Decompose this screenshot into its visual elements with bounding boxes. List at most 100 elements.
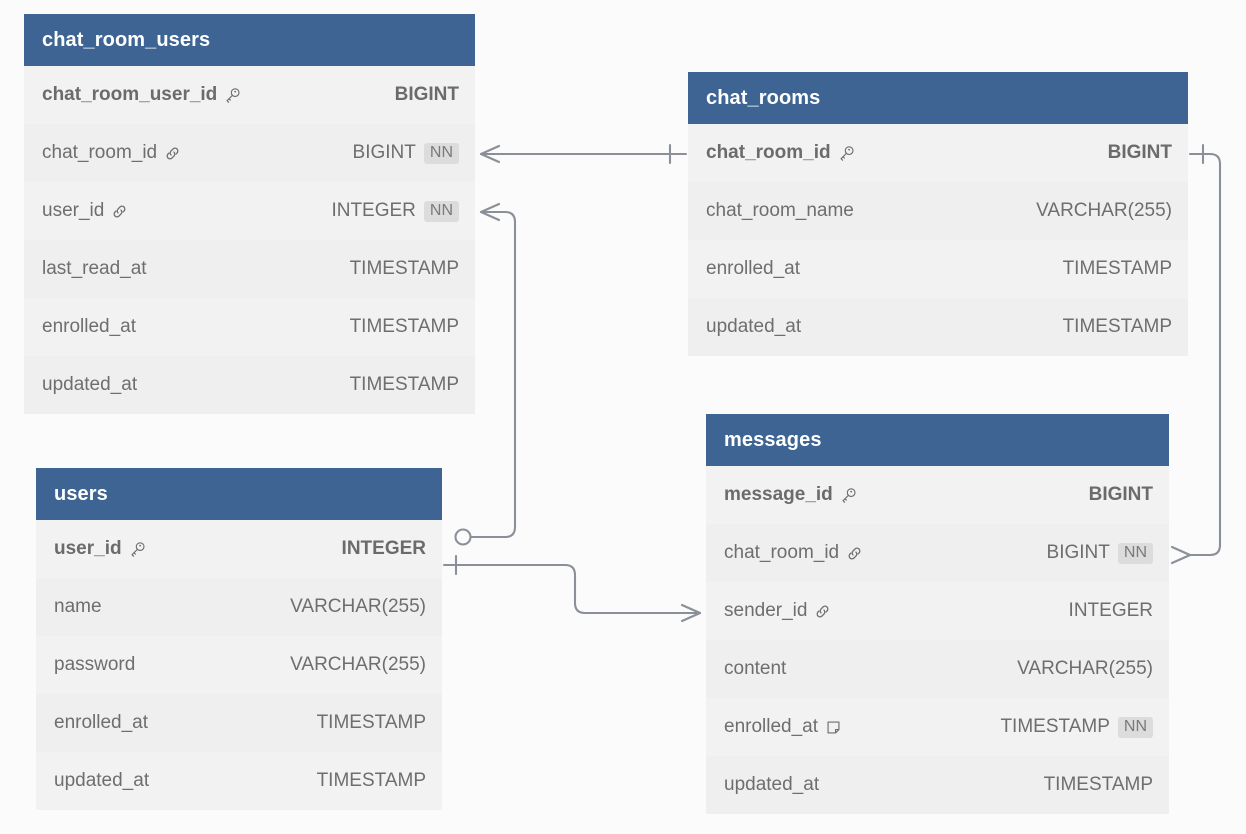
column-name: name: [54, 596, 102, 617]
column-type: TIMESTAMP: [349, 316, 459, 337]
column-type-wrap: TIMESTAMP: [350, 374, 459, 396]
column-row-chat_room_users-chat_room_user_id[interactable]: chat_room_user_id BIGINT: [24, 66, 475, 124]
column-name-wrap: last_read_at: [42, 258, 147, 280]
column-type-wrap: TIMESTAMP: [350, 258, 459, 280]
column-row-messages-chat_room_id[interactable]: chat_room_id BIGINT NN: [706, 524, 1169, 582]
column-type-wrap: BIGINT: [1089, 484, 1153, 506]
column-name-wrap: enrolled_at: [42, 316, 136, 338]
column-row-chat_rooms-updated_at[interactable]: updated_at TIMESTAMP: [688, 298, 1188, 356]
column-type-wrap: VARCHAR(255): [290, 596, 426, 618]
column-name-wrap: user_id: [42, 200, 128, 222]
note-icon: [825, 719, 842, 736]
column-type: VARCHAR(255): [1036, 200, 1172, 221]
column-name: updated_at: [54, 770, 150, 791]
table-header-chat_room_users: chat_room_users: [24, 14, 475, 66]
column-type: TIMESTAMP: [349, 374, 459, 395]
column-row-messages-content[interactable]: content VARCHAR(255): [706, 640, 1169, 698]
column-name-wrap: enrolled_at: [706, 258, 800, 280]
column-name-wrap: enrolled_at: [724, 716, 842, 738]
column-row-chat_rooms-chat_room_id[interactable]: chat_room_id BIGINT: [688, 124, 1188, 182]
column-name: chat_room_name: [706, 200, 854, 221]
column-type: BIGINT: [1046, 542, 1110, 563]
column-name-wrap: content: [724, 658, 786, 680]
column-type-wrap: VARCHAR(255): [1036, 200, 1172, 222]
erd-table-chat_rooms[interactable]: chat_rooms chat_room_id BIGINT chat_room_n…: [688, 72, 1188, 356]
column-name: enrolled_at: [706, 258, 801, 279]
column-name: updated_at: [706, 316, 802, 337]
column-name-wrap: updated_at: [42, 374, 137, 396]
column-row-chat_rooms-enrolled_at[interactable]: enrolled_at TIMESTAMP: [688, 240, 1188, 298]
column-name-wrap: chat_room_name: [706, 200, 854, 222]
column-list-chat_room_users: chat_room_user_id BIGINT chat_room_id BIGIN…: [24, 66, 475, 414]
column-name: message_id: [724, 484, 833, 505]
key-icon: [838, 145, 855, 162]
column-type: VARCHAR(255): [1017, 658, 1153, 679]
table-name-chat_rooms: chat_rooms: [706, 86, 821, 109]
column-type: VARCHAR(255): [290, 596, 426, 617]
column-row-users-enrolled_at[interactable]: enrolled_at TIMESTAMP: [36, 694, 442, 752]
table-header-chat_rooms: chat_rooms: [688, 72, 1188, 124]
column-row-chat_room_users-enrolled_at[interactable]: enrolled_at TIMESTAMP: [24, 298, 475, 356]
column-type: BIGINT: [394, 84, 459, 105]
not-null-badge: NN: [423, 200, 459, 222]
column-type-wrap: VARCHAR(255): [1017, 658, 1153, 680]
column-name-wrap: enrolled_at: [54, 712, 148, 734]
key-icon: [224, 87, 241, 104]
column-name: chat_room_user_id: [42, 84, 218, 105]
connector-chat_room_users-chat_rooms: [479, 143, 688, 165]
column-type: VARCHAR(255): [290, 654, 426, 675]
column-name: chat_room_id: [706, 142, 831, 163]
column-name-wrap: name: [54, 596, 102, 618]
column-name: chat_room_id: [42, 142, 158, 163]
column-name-wrap: user_id: [54, 538, 146, 560]
column-row-chat_room_users-updated_at[interactable]: updated_at TIMESTAMP: [24, 356, 475, 414]
column-name: user_id: [54, 538, 122, 559]
column-name-wrap: chat_room_id: [706, 142, 855, 164]
column-type-wrap: BIGINT NN: [1047, 542, 1153, 564]
column-type-wrap: BIGINT: [1108, 142, 1172, 164]
column-row-users-name[interactable]: name VARCHAR(255): [36, 578, 442, 636]
column-name-wrap: updated_at: [706, 316, 801, 338]
column-type: TIMESTAMP: [1000, 716, 1110, 737]
column-name-wrap: chat_room_id: [42, 142, 181, 164]
column-type: TIMESTAMP: [1062, 316, 1172, 337]
table-header-users: users: [36, 468, 442, 520]
column-type: TIMESTAMP: [1043, 774, 1153, 795]
column-row-chat_room_users-last_read_at[interactable]: last_read_at TIMESTAMP: [24, 240, 475, 298]
not-null-badge: NN: [1117, 542, 1153, 564]
column-row-messages-message_id[interactable]: message_id BIGINT: [706, 466, 1169, 524]
column-name: enrolled_at: [42, 316, 137, 337]
column-row-users-user_id[interactable]: user_id INTEGER: [36, 520, 442, 578]
column-list-chat_rooms: chat_room_id BIGINT chat_room_name VARCHAR(…: [688, 124, 1188, 356]
column-type: INTEGER: [341, 538, 426, 559]
column-name: enrolled_at: [724, 716, 819, 737]
column-type: TIMESTAMP: [316, 712, 426, 733]
column-row-messages-updated_at[interactable]: updated_at TIMESTAMP: [706, 756, 1169, 814]
column-name-wrap: sender_id: [724, 600, 831, 622]
column-type-wrap: TIMESTAMP: [317, 712, 426, 734]
column-name-wrap: updated_at: [724, 774, 819, 796]
column-name: sender_id: [724, 600, 808, 621]
column-type-wrap: TIMESTAMP: [1044, 774, 1153, 796]
column-type: TIMESTAMP: [349, 258, 459, 279]
chain-icon: [814, 603, 831, 620]
connector-users-messages: [442, 554, 702, 623]
key-icon: [840, 487, 857, 504]
column-name: enrolled_at: [54, 712, 149, 733]
column-type-wrap: BIGINT: [395, 84, 459, 106]
column-type-wrap: TIMESTAMP: [1063, 258, 1172, 280]
column-row-chat_rooms-chat_room_name[interactable]: chat_room_name VARCHAR(255): [688, 182, 1188, 240]
column-name-wrap: chat_room_id: [724, 542, 863, 564]
table-name-chat_room_users: chat_room_users: [42, 28, 211, 51]
